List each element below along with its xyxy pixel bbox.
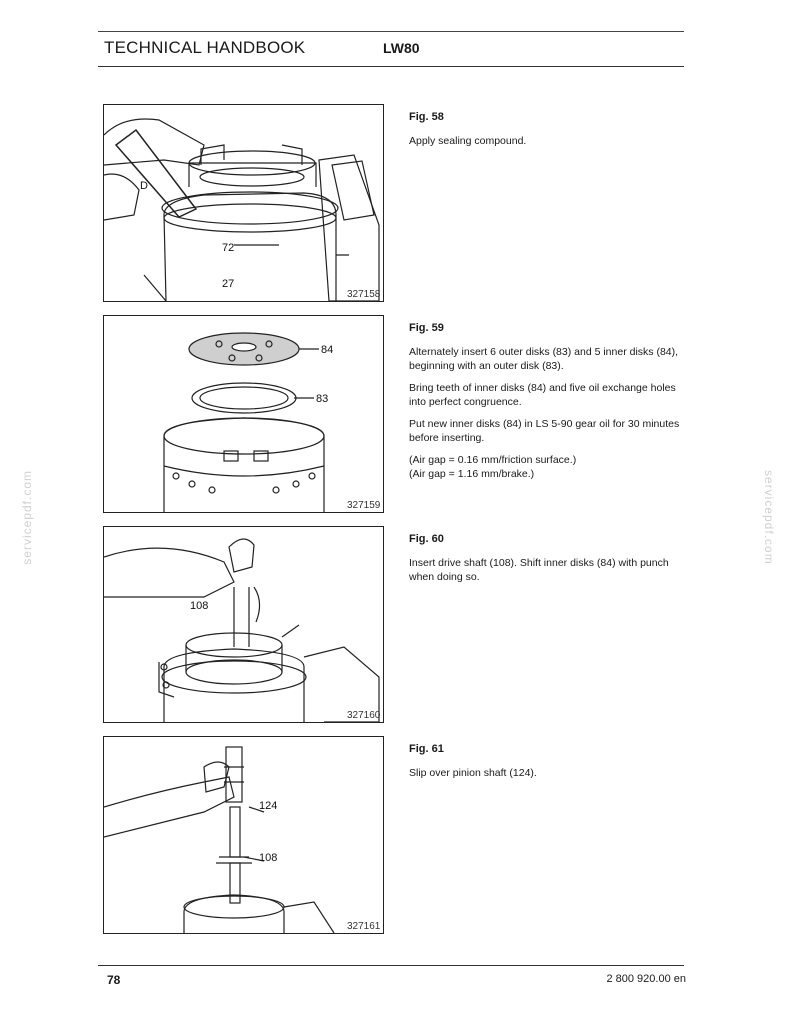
figure-58-title: Fig. 58 [409,111,444,123]
figure-59-illustration: 84 83 327159 [103,315,384,513]
figure-58-drawing: D 72 27 327158 [104,118,381,301]
footer-rule [98,965,684,966]
figure-58-label-1: 72 [222,242,234,254]
header-title: TECHNICAL HANDBOOK [104,38,306,57]
figure-59-text: Fig. 59 Alternately insert 6 outer disks… [409,321,689,489]
figure-59-paragraph-1: Alternately insert 6 outer disks (83) an… [409,346,679,372]
figure-58-illustration: D 72 27 327158 [103,104,384,302]
figure-59-label-0: 84 [321,344,333,356]
figure-59-paragraph-2: Bring teeth of inner disks (84) and five… [409,382,676,408]
document-number: 2 800 920.00 en [606,973,686,985]
figure-60-label-0: 108 [190,600,208,612]
figure-60-image-number: 327160 [347,710,381,721]
figure-58-label-0: D [140,180,148,192]
figure-60-title: Fig. 60 [409,533,444,545]
figure-60-illustration: 108 327160 [103,526,384,723]
figure-61-label-0: 124 [259,800,277,812]
figure-61-illustration: 124 108 327161 [103,736,384,934]
figure-59-title: Fig. 59 [409,322,444,334]
figure-58-paragraph: Apply sealing compound. [409,135,527,147]
figure-60-text: Fig. 60 Insert drive shaft (108). Shift … [409,532,689,592]
watermark-left: servicepdf.com [20,470,34,565]
figure-59-paragraph-3: Put new inner disks (84) in LS 5-90 gear… [409,418,680,444]
figure-59-paragraph-5: (Air gap = 1.16 mm/brake.) [409,468,535,480]
figure-61-title: Fig. 61 [409,743,444,755]
figure-60-drawing: 108 327160 [104,538,381,722]
figure-59-drawing: 84 83 327159 [163,332,381,512]
header-top-rule [98,31,684,32]
figure-61-label-1: 108 [259,852,277,864]
page-number: 78 [107,973,121,987]
figure-61-drawing: 124 108 327161 [104,746,381,933]
figure-58-label-2: 27 [222,278,234,290]
figure-61-paragraph: Slip over pinion shaft (124). [409,767,537,779]
figure-59-image-number: 327159 [347,500,381,511]
figure-60-paragraph: Insert drive shaft (108). Shift inner di… [409,557,669,583]
header-model: LW80 [383,40,420,56]
figure-59-paragraph-4: (Air gap = 0.16 mm/friction surface.) [409,454,577,466]
watermark-right: servicepdf.com [762,470,776,565]
header-bottom-rule [98,66,684,67]
figure-61-text: Fig. 61 Slip over pinion shaft (124). [409,742,689,788]
figure-58-image-number: 327158 [347,289,381,300]
figure-58-text: Fig. 58 Apply sealing compound. [409,110,689,156]
figure-59-label-1: 83 [316,393,328,405]
figure-61-image-number: 327161 [347,921,381,932]
